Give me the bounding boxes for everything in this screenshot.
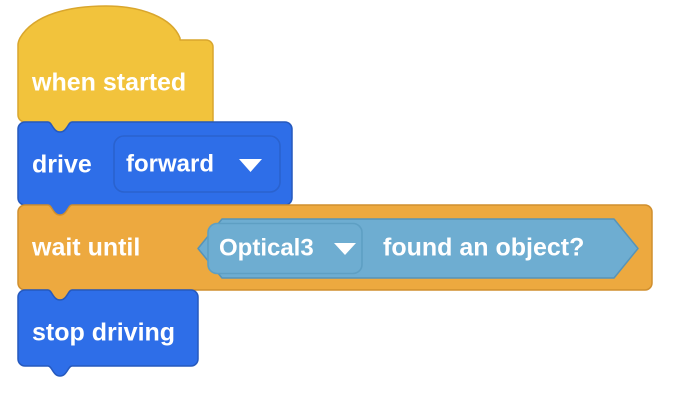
- drive-direction-dropdown[interactable]: forward: [113, 135, 281, 193]
- stop-driving-label: stop driving: [32, 319, 175, 347]
- optical-found-object-boolean[interactable]: Optical3 found an object?: [197, 218, 639, 279]
- drive-dropdown-background[interactable]: [113, 135, 281, 193]
- block-wait-until[interactable]: wait until Optical3 found an object?: [17, 204, 653, 301]
- chevron-down-icon[interactable]: [239, 159, 262, 172]
- when-started-label: when started: [31, 69, 186, 97]
- drive-dropdown-value: forward: [126, 150, 214, 177]
- block-when-started[interactable]: when started: [17, 5, 214, 133]
- drive-label: drive: [32, 151, 92, 179]
- block-drive[interactable]: drive forward: [17, 121, 293, 216]
- boolean-condition-label: found an object?: [383, 234, 584, 262]
- stop-driving-shape[interactable]: [17, 289, 199, 377]
- optical-dropdown-value: Optical3: [219, 234, 314, 261]
- optical-dropdown-background[interactable]: [207, 222, 363, 275]
- optical-sensor-dropdown[interactable]: Optical3: [207, 222, 363, 275]
- block-stop-driving[interactable]: stop driving: [17, 289, 199, 377]
- wait-until-label: wait until: [31, 234, 140, 262]
- chevron-down-icon[interactable]: [334, 243, 356, 255]
